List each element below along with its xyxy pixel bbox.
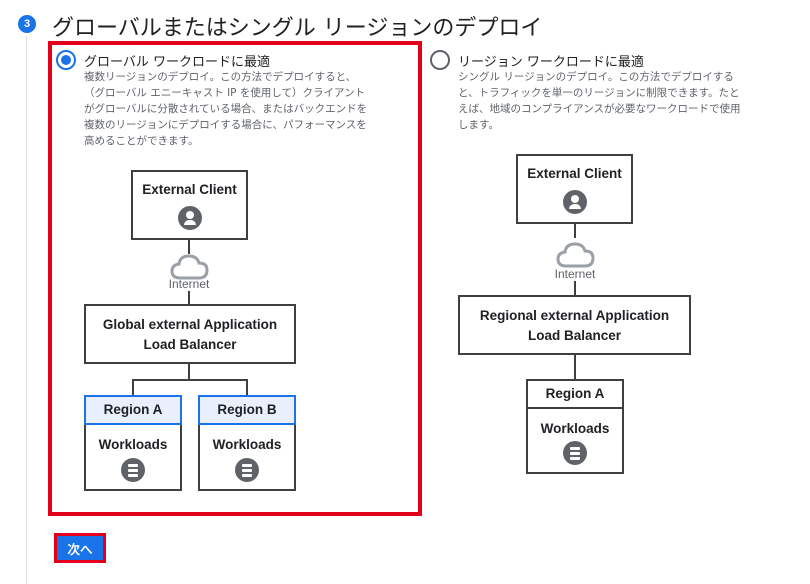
load-balancer-label: Global external Application Load Balance… xyxy=(102,317,278,352)
region-a-header: Region A xyxy=(528,381,622,409)
load-balancer-label: Regional external Application Load Balan… xyxy=(479,308,670,343)
connector-line xyxy=(574,355,576,379)
external-client-label: External Client xyxy=(142,182,237,197)
region-b-header: Region B xyxy=(198,395,296,425)
external-client-box: External Client xyxy=(131,170,248,240)
stepper-rail xyxy=(26,36,27,584)
global-option-description: 複数リージョンのデプロイ。この方法でデプロイすると、 （グローバル エニーキャス… xyxy=(84,71,368,147)
external-client-label: External Client xyxy=(527,166,622,181)
global-load-balancer-box: Global external Application Load Balance… xyxy=(84,304,296,364)
region-a-header: Region A xyxy=(84,395,182,425)
region-a-box: Region A Workloads xyxy=(526,379,624,474)
connector-line xyxy=(132,379,248,381)
global-option-label: グローバル ワークロードに最適 xyxy=(84,55,271,70)
connector-line xyxy=(132,379,134,395)
connector-line xyxy=(188,240,190,254)
regional-load-balancer-box: Regional external Application Load Balan… xyxy=(458,295,691,355)
internet-label: Internet xyxy=(554,267,596,281)
cloud-icon xyxy=(556,240,596,270)
internet-label: Internet xyxy=(168,277,210,291)
person-icon xyxy=(178,206,202,230)
database-icon xyxy=(121,458,145,482)
regional-option-description: シングル リージョンのデプロイ。この方法でデプロイする と、トラフィックを単一の… xyxy=(458,71,741,131)
connector-line xyxy=(574,281,576,295)
regional-option-label: リージョン ワークロードに最適 xyxy=(458,55,644,70)
step-title: グローバルまたはシングル リージョンのデプロイ xyxy=(52,16,543,41)
global-radio-button[interactable] xyxy=(56,50,76,70)
connector-line xyxy=(188,291,190,305)
regional-radio-button[interactable] xyxy=(430,50,450,70)
workloads-label: Workloads xyxy=(540,421,610,436)
cloud-icon xyxy=(170,252,210,282)
workloads-label: Workloads xyxy=(212,437,282,452)
workloads-label: Workloads xyxy=(98,437,168,452)
person-icon xyxy=(563,190,587,214)
database-icon xyxy=(235,458,259,482)
next-button[interactable]: 次へ xyxy=(54,533,106,563)
external-client-box: External Client xyxy=(516,154,633,224)
connector-line xyxy=(246,379,248,395)
connector-line xyxy=(574,224,576,238)
connector-line xyxy=(188,364,190,380)
region-b-box: Region B Workloads xyxy=(198,395,296,491)
step-number-badge: 3 xyxy=(18,15,36,33)
database-icon xyxy=(563,441,587,465)
region-a-box: Region A Workloads xyxy=(84,395,182,491)
selection-highlight-frame xyxy=(48,41,422,516)
